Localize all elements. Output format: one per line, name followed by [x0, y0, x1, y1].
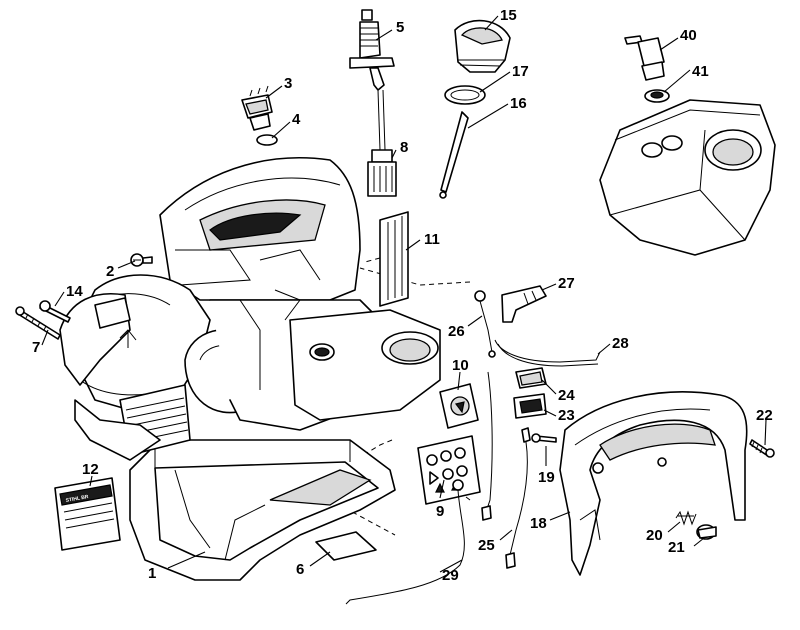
part-15-fuel-cap — [454, 19, 511, 73]
callout-18: 18 — [530, 515, 547, 532]
part-40-tank-vent-valve — [624, 35, 665, 81]
leader-lines — [41, 15, 767, 573]
part-5-fuel-pickup-assembly — [349, 9, 395, 151]
callout-40: 40 — [680, 27, 697, 44]
callout-29: 29 — [442, 567, 459, 584]
callout-17: 17 — [512, 63, 529, 80]
callout-21: 21 — [668, 539, 685, 556]
callout-4: 4 — [292, 111, 301, 128]
part-3-switch-fitting — [241, 85, 273, 131]
part-24-switch-cover — [515, 367, 547, 389]
part-14-bolt — [39, 300, 71, 323]
part-1-blower-nozzle-housing — [129, 439, 396, 581]
part-25-switch-wire — [505, 427, 531, 569]
part-9-instruction-label — [417, 435, 481, 505]
callout-25: 25 — [478, 537, 495, 554]
callout-8: 8 — [400, 139, 408, 156]
callout-6: 6 — [296, 561, 304, 578]
part-21-button — [696, 524, 717, 540]
part-11-foam-strip — [379, 211, 409, 307]
callout-16: 16 — [510, 95, 527, 112]
callout-10: 10 — [452, 357, 469, 374]
callout-19: 19 — [538, 469, 555, 486]
callout-11: 11 — [424, 231, 440, 248]
callout-26: 26 — [448, 323, 465, 340]
part-8-fuel-filter — [367, 149, 397, 197]
part-20-spring — [675, 510, 697, 526]
part-28-throttle-cable — [494, 339, 601, 367]
callout-3: 3 — [284, 75, 292, 92]
part-7-bolt — [15, 306, 61, 340]
callout-9: 9 — [436, 503, 444, 520]
callout-2: 2 — [106, 263, 114, 280]
part-16-retaining-strap — [439, 111, 469, 199]
callout-27: 27 — [558, 275, 575, 292]
brand-plate-text: STIHL BR — [65, 494, 89, 504]
callout-12: 12 — [82, 461, 99, 478]
fuel-tank — [599, 99, 776, 256]
part-41-grommet — [644, 89, 670, 103]
housing-clip-arrow — [94, 297, 137, 348]
part-23-stop-switch — [513, 393, 547, 419]
part-22-screw — [749, 439, 775, 458]
part-12-brand-plate: STIHL BR — [54, 477, 121, 551]
part-17-cap-seal — [444, 85, 486, 105]
part-10-warning-decal — [439, 383, 479, 429]
part-29-ignition-lead — [345, 371, 493, 605]
part-2-screw — [130, 253, 153, 267]
callout-1: 1 — [148, 565, 156, 582]
part-19-screw — [531, 433, 557, 443]
part-18-handle-shell — [559, 391, 748, 576]
callout-numbers: 1 2 3 4 5 6 7 8 9 10 11 12 14 15 16 17 1… — [32, 7, 773, 584]
callout-14: 14 — [66, 283, 83, 300]
callout-5: 5 — [396, 19, 404, 36]
callout-24: 24 — [558, 387, 575, 404]
callout-28: 28 — [612, 335, 629, 352]
callout-15: 15 — [500, 7, 517, 24]
callout-41: 41 — [692, 63, 709, 80]
callout-22: 22 — [756, 407, 773, 424]
callout-23: 23 — [558, 407, 575, 424]
callout-7: 7 — [32, 339, 40, 356]
part-26-ground-wire — [474, 290, 496, 358]
part-27-throttle-trigger — [501, 285, 547, 323]
callout-20: 20 — [646, 527, 663, 544]
